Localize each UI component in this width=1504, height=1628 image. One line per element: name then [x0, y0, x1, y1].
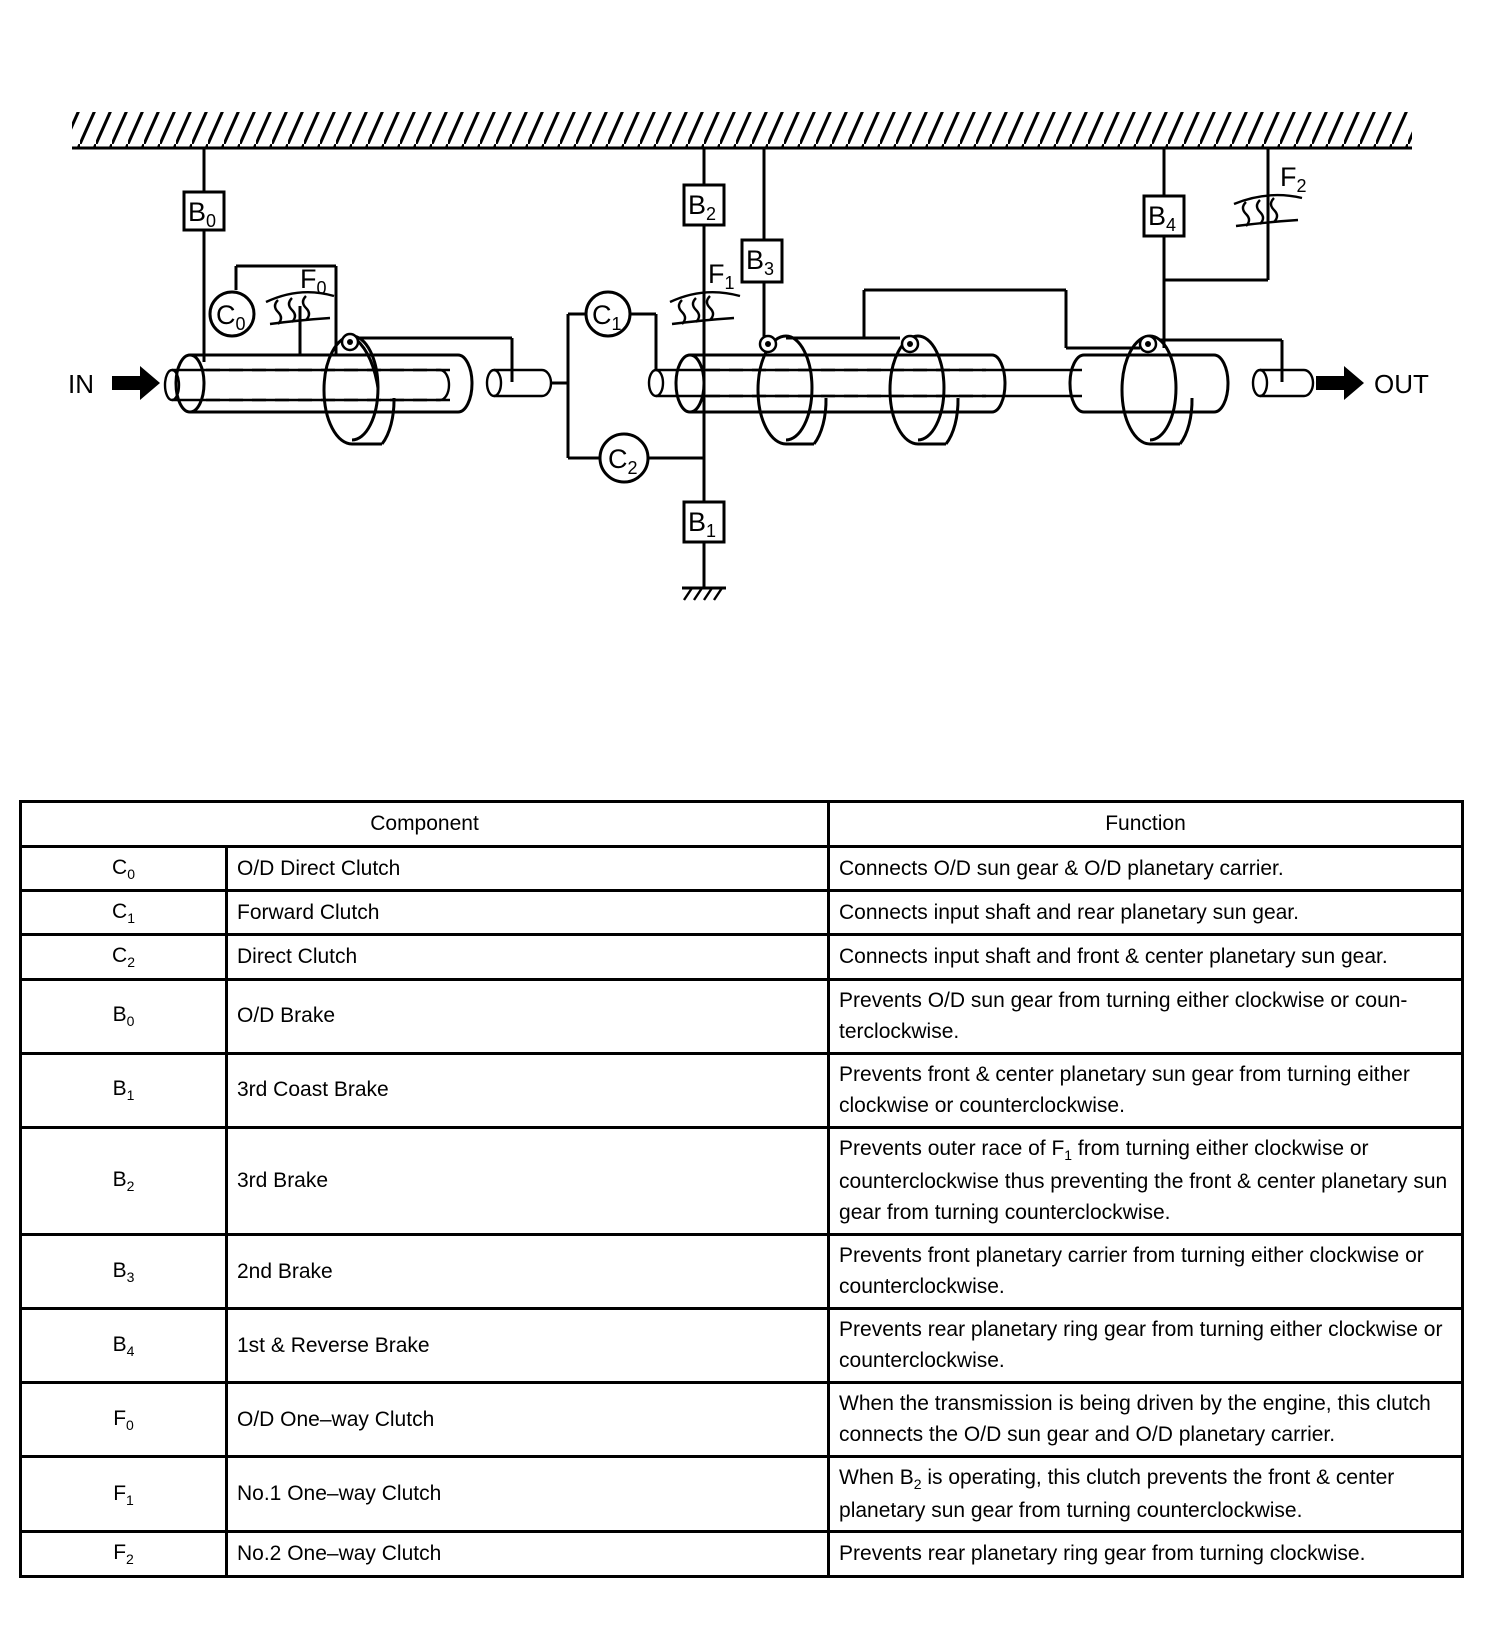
component-symbol: B0	[19, 977, 228, 1055]
svg-text:F1: F1	[708, 259, 735, 293]
one-way-clutch-f2: F2	[1233, 162, 1307, 228]
table-row: F0 O/D One–way Clutch When the transmiss…	[19, 1380, 1465, 1458]
table-row: B0 O/D Brake Prevents O/D sun gear from …	[19, 977, 1465, 1055]
main-gear-train	[647, 288, 1315, 446]
svg-text:C0: C0	[216, 300, 246, 334]
component-function: Connects O/D sun gear & O/D planetary ca…	[827, 844, 1465, 893]
brake-b4: B4	[1142, 194, 1186, 238]
svg-text:C2: C2	[608, 444, 638, 478]
one-way-clutch-f0: F0	[265, 264, 335, 326]
component-function: When B2 is operating, this clutch preven…	[827, 1454, 1465, 1534]
clutch-c1: C1	[584, 290, 632, 338]
clutch-pack	[485, 312, 704, 460]
table-row: B4 1st & Reverse Brake Prevents rear pla…	[19, 1306, 1465, 1384]
component-function: Prevents rear planetary ring gear from t…	[827, 1530, 1465, 1578]
svg-text:F0: F0	[300, 264, 327, 298]
brake-b0: B0	[182, 190, 226, 232]
component-function: Prevents outer race of F1 from turning e…	[827, 1125, 1465, 1236]
clutch-c0: C0	[208, 290, 256, 338]
component-name: 2nd Brake	[224, 1232, 831, 1310]
component-symbol: C1	[19, 889, 228, 937]
powertrain-schematic: IN OUT B0 B2 B3 B4 B1 C0 C1 C2 F0	[68, 112, 1429, 601]
table-row: B1 3rd Coast Brake Prevents front & cent…	[19, 1051, 1465, 1129]
component-name: Forward Clutch	[224, 889, 831, 937]
svg-text:F2: F2	[1280, 162, 1307, 196]
brake-b2: B2	[682, 183, 726, 227]
component-name: No.2 One–way Clutch	[224, 1530, 831, 1578]
one-way-clutch-f1: F1	[669, 259, 741, 326]
input-arrow	[112, 366, 160, 400]
component-function-table-wrapper: Component Function C0 O/D Direct Clutch …	[18, 800, 1465, 1578]
svg-text:B3: B3	[746, 245, 774, 279]
table-header-row: Component Function	[18, 800, 1465, 848]
table-row: C0 O/D Direct Clutch Connects O/D sun ge…	[19, 844, 1465, 893]
input-label: IN	[68, 369, 94, 399]
clutch-c2: C2	[598, 432, 650, 484]
table-row: B2 3rd Brake Prevents outer race of F1 f…	[19, 1125, 1465, 1236]
component-function: Prevents front & center planetary sun ge…	[827, 1051, 1465, 1129]
component-function: When the transmission is being driven by…	[827, 1380, 1465, 1458]
component-symbol: F0	[19, 1380, 228, 1458]
component-name: 3rd Coast Brake	[224, 1051, 831, 1129]
component-function-table: Component Function C0 O/D Direct Clutch …	[18, 800, 1465, 1578]
svg-text:C1: C1	[592, 300, 622, 334]
output-label: OUT	[1374, 369, 1429, 399]
link-lines	[202, 148, 1270, 601]
component-symbol: C2	[19, 933, 228, 981]
component-symbol: B4	[19, 1306, 228, 1384]
component-name: 3rd Brake	[224, 1125, 831, 1236]
component-symbol: F1	[19, 1454, 228, 1534]
component-function: Connects input shaft and front & center …	[827, 933, 1465, 981]
brake-b3: B3	[740, 238, 784, 284]
component-name: O/D Direct Clutch	[224, 844, 831, 893]
component-symbol: C0	[19, 844, 228, 893]
svg-text:B2: B2	[688, 190, 716, 224]
housing-ground	[72, 112, 1412, 150]
component-name: 1st & Reverse Brake	[224, 1306, 831, 1384]
component-function: Prevents rear planetary ring gear from t…	[827, 1306, 1465, 1384]
table-row: C2 Direct Clutch Connects input shaft an…	[19, 933, 1465, 981]
component-function: Prevents O/D sun gear from turning eithe…	[827, 977, 1465, 1055]
header-function: Function	[827, 800, 1465, 848]
component-name: O/D One–way Clutch	[224, 1380, 831, 1458]
output-arrow	[1316, 366, 1364, 400]
table-row: C1 Forward Clutch Connects input shaft a…	[19, 889, 1465, 937]
component-name: O/D Brake	[224, 977, 831, 1055]
table-row: F2 No.2 One–way Clutch Prevents rear pla…	[19, 1530, 1465, 1578]
component-symbol: F2	[19, 1530, 228, 1578]
component-function: Connects input shaft and rear planetary …	[827, 889, 1465, 937]
component-symbol: B2	[19, 1125, 228, 1236]
component-function: Prevents front planetary carrier from tu…	[827, 1232, 1465, 1310]
table-row: B3 2nd Brake Prevents front planetary ca…	[19, 1232, 1465, 1310]
od-planetary-unit	[163, 264, 514, 446]
brake-b1: B1	[682, 500, 726, 544]
component-symbol: B3	[19, 1232, 228, 1310]
svg-text:B4: B4	[1148, 201, 1176, 235]
component-name: No.1 One–way Clutch	[224, 1454, 831, 1534]
component-name: Direct Clutch	[224, 933, 831, 981]
svg-text:B1: B1	[688, 507, 716, 541]
header-component: Component	[18, 800, 831, 848]
svg-text:B0: B0	[188, 197, 216, 231]
component-symbol: B1	[19, 1051, 228, 1129]
table-row: F1 No.1 One–way Clutch When B2 is operat…	[19, 1454, 1465, 1534]
